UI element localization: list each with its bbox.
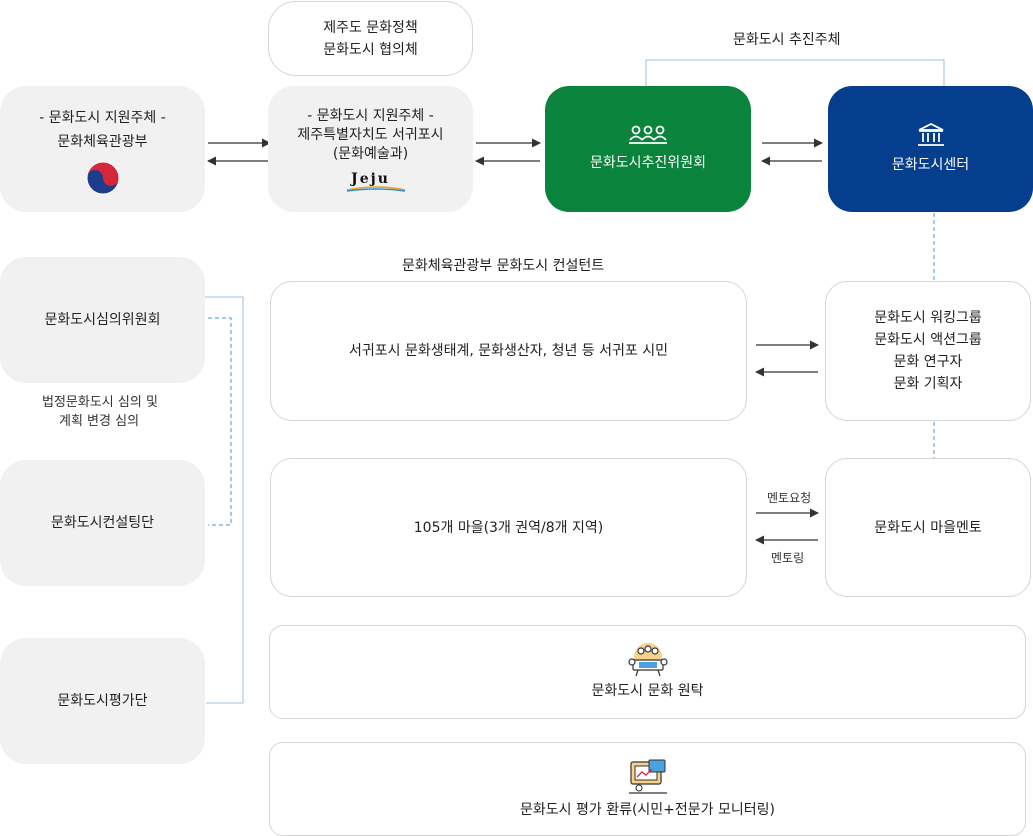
groups-line3: 문화 연구자 [893,354,963,370]
groups-box: 문화도시 워킹그룹 문화도시 액션그룹 문화 연구자 문화 기획자 [825,281,1031,421]
culture-policy-council-box: 제주도 문화정책 문화도시 협의체 [268,1,473,76]
deliberation-note-line2: 계획 변경 심의 [59,414,140,429]
groups-line1: 문화도시 워킹그룹 [874,310,982,326]
roundtable-box: 문화도시 문화 원탁 [269,625,1026,719]
council-line1: 제주도 문화정책 [323,19,418,36]
promoter-label: 문화도시 추진주체 [733,32,841,48]
deliberation-committee-box: 문화도시심의위원회 [0,257,205,383]
consulting-group-box: 문화도시컨설팅단 [0,460,205,586]
jeju-logo: Jeju [346,168,406,192]
promotion-committee-box: 문화도시추진위원회 [545,86,751,212]
dashed-bracket [208,317,232,526]
citizens-box: 서귀포시 문화생태계, 문화생산자, 청년 등 서귀포 시민 [270,281,747,421]
village-mentor-box: 문화도시 마을멘토 [825,458,1031,597]
evaluation-label: 문화도시평가단 [57,693,148,709]
mentor-request-label: 멘토요청 [767,491,812,505]
center-building-icon [917,122,944,146]
ministry-name: 문화체육관광부 [57,134,148,150]
ministry-box: - 문화도시 지원주체 - 문화체육관광부 [0,86,205,212]
korea-taegeuk-icon [86,161,119,195]
culture-city-center-box: 문화도시센터 [828,86,1033,212]
evaluation-feedback-box: 문화도시 평가 환류(시민+전문가 모니터링) [269,742,1026,836]
groups-line2: 문화도시 액션그룹 [874,332,982,348]
citizens-label: 서귀포시 문화생태계, 문화생산자, 청년 등 서귀포 시민 [349,343,668,359]
ministry-role: - 문화도시 지원주체 - [39,110,166,126]
deliberation-label: 문화도시심의위원회 [44,312,161,328]
roundtable-icon [627,643,668,677]
committee-people-icon [629,125,667,144]
evaluation-group-box: 문화도시평가단 [0,638,205,764]
monitoring-icon [628,759,667,794]
groups-line4: 문화 기획자 [893,376,963,392]
seogwipo-role: - 문화도시 지원주체 - [307,107,434,124]
consultant-label: 문화체육관광부 문화도시 컨설턴트 [402,258,605,274]
seogwipo-name: 제주특별자치도 서귀포시 [297,126,444,143]
mentoring-label: 멘토링 [771,551,805,565]
mentor-label: 문화도시 마을멘토 [874,519,982,536]
council-line2: 문화도시 협의체 [323,41,418,58]
committee-label: 문화도시추진위원회 [590,155,706,171]
promoter-bracket [645,59,945,86]
deliberation-note-line1: 법정문화도시 심의 및 [42,395,158,410]
left-bracket [200,296,244,704]
seogwipo-box: - 문화도시 지원주체 - 제주특별자치도 서귀포시 (문화예술과) Jeju [268,86,473,212]
seogwipo-dept: (문화예술과) [332,145,409,162]
consulting-label: 문화도시컨설팅단 [50,515,155,531]
center-label: 문화도시센터 [891,157,970,173]
villages-label: 105개 마을(3개 권역/8개 지역) [413,519,604,536]
roundtable-label: 문화도시 문화 원탁 [591,683,704,699]
villages-box: 105개 마을(3개 권역/8개 지역) [270,458,747,597]
feedback-label: 문화도시 평가 환류(시민+전문가 모니터링) [520,801,775,818]
